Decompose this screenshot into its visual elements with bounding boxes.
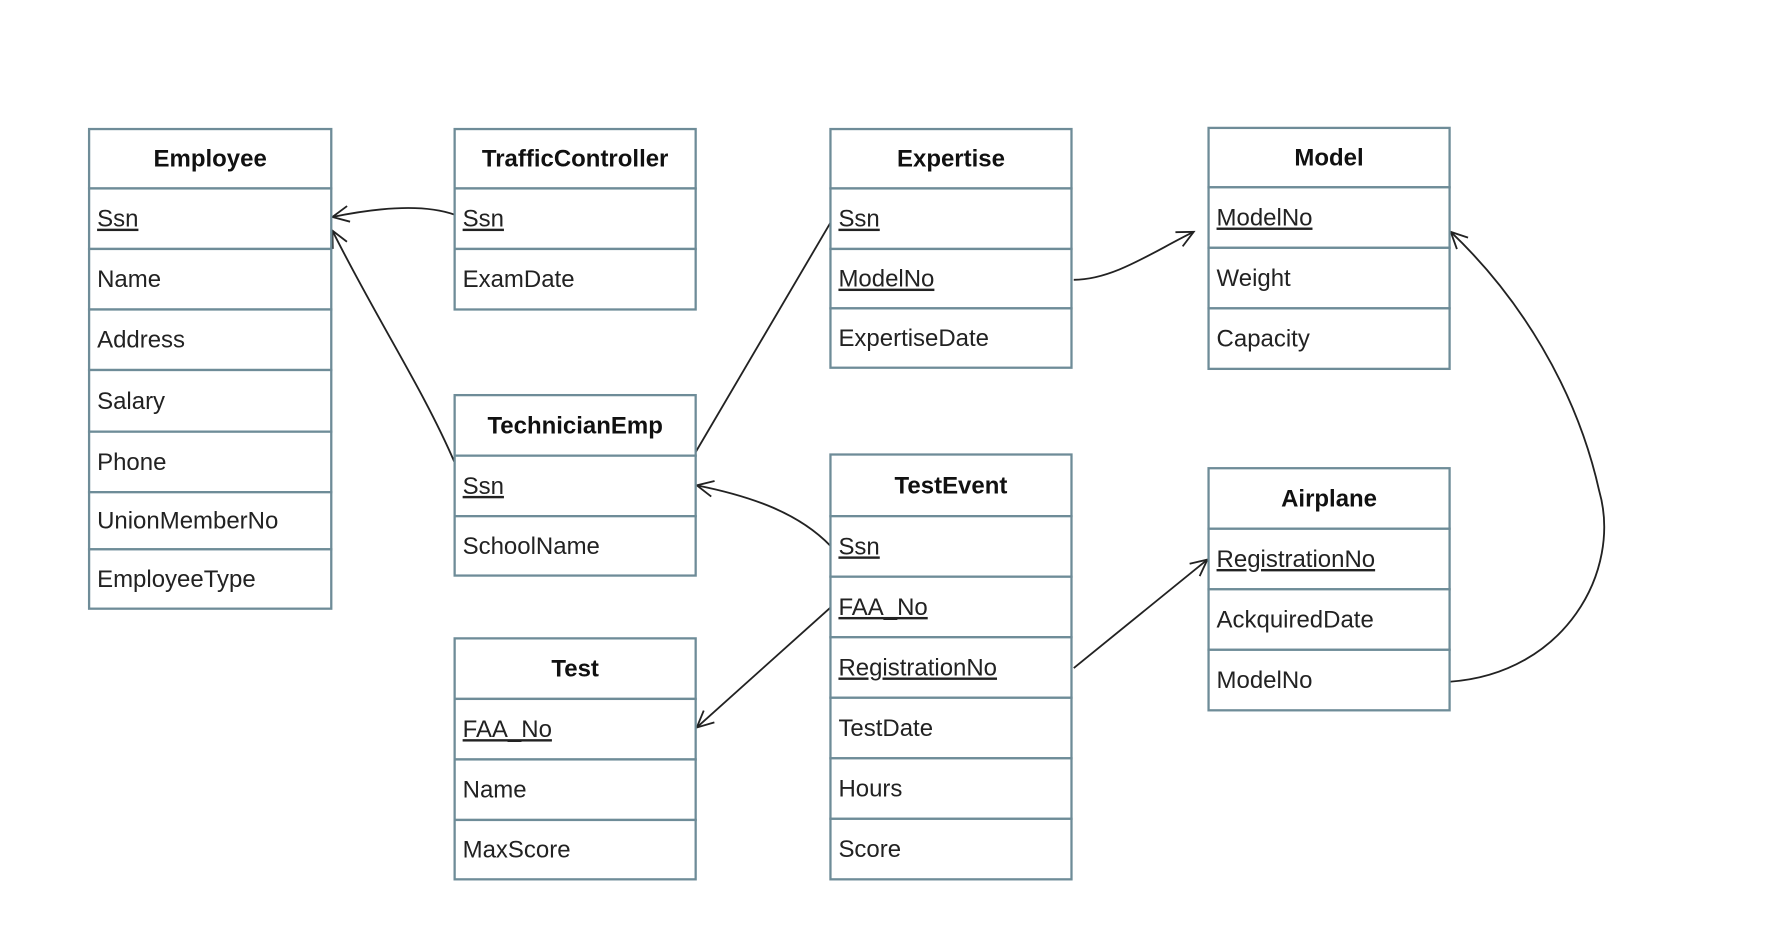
attribute-row	[87, 430, 333, 494]
attribute-row	[829, 636, 1073, 699]
key-attribute: ModelNo	[838, 266, 934, 293]
entity-title: Airplane	[1281, 485, 1377, 512]
key-attribute: ModelNo	[1217, 205, 1313, 232]
attribute: TestDate	[838, 715, 933, 742]
attribute-row	[453, 515, 697, 577]
entity-title: Expertise	[897, 146, 1005, 173]
attribute: Salary	[97, 388, 165, 415]
relationship-arrow	[679, 222, 832, 480]
attribute: Address	[97, 327, 185, 354]
attribute-row	[87, 247, 333, 311]
attribute-row	[453, 454, 697, 518]
attribute-row	[87, 548, 333, 610]
attribute: Hours	[838, 776, 902, 803]
attribute: ExamDate	[463, 266, 575, 293]
attribute: Phone	[97, 449, 166, 476]
key-attribute: FAA_No	[838, 594, 927, 621]
arrowhead-icon	[1175, 230, 1196, 247]
attribute: ExpertiseDate	[838, 325, 989, 352]
attribute: AckquiredDate	[1217, 607, 1374, 634]
attribute-row	[87, 308, 333, 372]
attribute: Name	[97, 266, 161, 293]
relationship-arrow	[1449, 230, 1606, 683]
attribute-row	[1207, 307, 1451, 371]
entity-title: TestEvent	[895, 472, 1008, 499]
entity-testevent: TestEventSsnFAA_NoRegistrationNoTestDate…	[829, 453, 1073, 881]
entity-header	[87, 127, 333, 190]
attribute-row	[87, 368, 333, 433]
entity-title: Test	[551, 656, 599, 683]
relationship-arrow	[330, 205, 455, 223]
relationship-arrow	[694, 480, 832, 547]
key-attribute: RegistrationNo	[838, 654, 997, 681]
attribute: ModelNo	[1217, 667, 1313, 694]
attribute-row	[829, 247, 1073, 310]
attribute: SchoolName	[463, 533, 600, 560]
attribute: EmployeeType	[97, 566, 256, 593]
entity-title: Model	[1294, 145, 1363, 172]
entity-airplane: AirplaneRegistrationNoAckquiredDateModel…	[1207, 467, 1451, 712]
attribute-row	[453, 818, 697, 881]
key-attribute: Ssn	[463, 206, 504, 233]
relationship-arrow	[1073, 230, 1196, 281]
attribute: Capacity	[1217, 326, 1310, 353]
attribute-row	[87, 491, 333, 551]
attribute-row	[1207, 588, 1451, 651]
attribute-row	[453, 247, 697, 311]
attribute-row	[829, 575, 1073, 639]
key-attribute: FAA_No	[463, 716, 552, 743]
attribute-row	[1207, 246, 1451, 310]
key-attribute: RegistrationNo	[1217, 546, 1376, 573]
entity-employee: EmployeeSsnNameAddressSalaryPhoneUnionMe…	[87, 127, 333, 610]
attribute: Weight	[1217, 265, 1292, 292]
entity-header	[453, 393, 697, 457]
attribute-row	[829, 307, 1073, 369]
key-attribute: Ssn	[838, 533, 879, 560]
entity-header	[453, 637, 697, 701]
attribute-row	[829, 696, 1073, 760]
entity-title: TrafficController	[482, 146, 668, 173]
key-attribute: Ssn	[463, 473, 504, 500]
attribute-row	[829, 817, 1073, 881]
relationship-arrow	[695, 606, 832, 729]
attribute: Name	[463, 777, 527, 804]
attribute-row	[453, 697, 697, 761]
entity-header	[829, 453, 1073, 518]
attribute-row	[453, 187, 697, 251]
key-attribute: Ssn	[97, 206, 138, 233]
entity-header	[1207, 126, 1451, 189]
key-attribute: Ssn	[838, 206, 879, 233]
entity-title: Employee	[154, 146, 267, 173]
relationship-arrow	[1073, 558, 1210, 669]
attribute-row	[453, 758, 697, 822]
attribute-row	[1207, 648, 1451, 712]
entity-title: TechnicianEmp	[487, 412, 662, 439]
attribute-row	[1207, 186, 1451, 249]
attribute: MaxScore	[463, 837, 571, 864]
attribute: Score	[838, 836, 901, 863]
relationship-arrow	[331, 228, 456, 463]
attribute: UnionMemberNo	[97, 508, 278, 535]
